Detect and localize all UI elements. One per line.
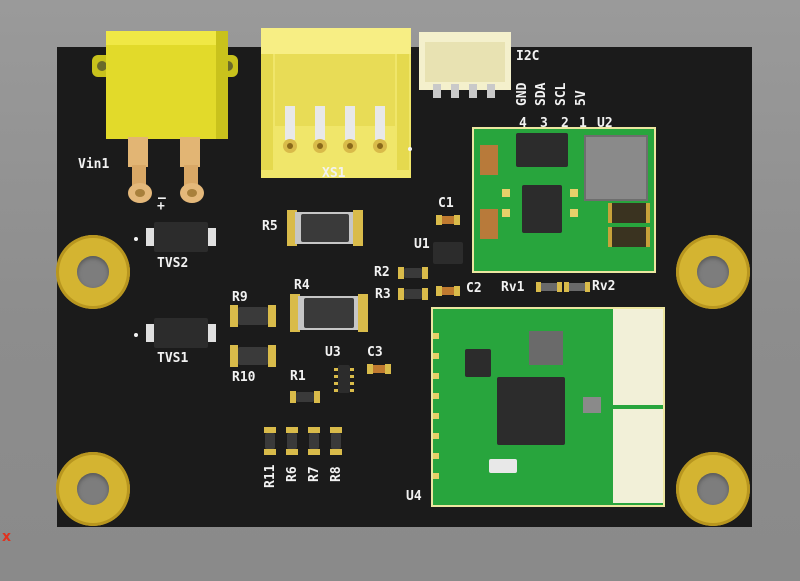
- u4-ic-small: [529, 331, 563, 365]
- u4-mcu: [497, 377, 565, 445]
- silk-minus: –: [158, 191, 166, 206]
- u4-connector-bottom[interactable]: [613, 409, 663, 503]
- u2-top-ic: [516, 133, 568, 167]
- silk-scl: SCL: [554, 82, 569, 106]
- u4-pad: [433, 453, 439, 459]
- u4-pad: [433, 473, 439, 479]
- silk-rv1: Rv1: [501, 280, 525, 295]
- u4-pad: [433, 433, 439, 439]
- c3-capacitor[interactable]: [367, 364, 391, 374]
- u2-main-ic: [522, 185, 562, 233]
- silk-r11: R11: [263, 464, 278, 488]
- u4-module[interactable]: [431, 307, 665, 507]
- r8-resistor[interactable]: [330, 427, 342, 455]
- u2-pad: [570, 189, 578, 197]
- r4-resistor[interactable]: [290, 294, 368, 332]
- silk-tvs1: TVS1: [157, 351, 189, 366]
- silk-pin1: 1: [579, 116, 587, 131]
- u2-inductor: [584, 135, 648, 201]
- silk-plus: +: [157, 199, 165, 214]
- u2-cap-1: [480, 145, 498, 175]
- silk-c2: C2: [466, 281, 482, 296]
- mounting-hole-right-bottom: [676, 452, 750, 526]
- silk-r8: R8: [329, 466, 344, 482]
- c1-capacitor[interactable]: [436, 215, 460, 225]
- origin-marker: x: [2, 529, 12, 545]
- silk-r7: R7: [307, 466, 322, 482]
- pin1-dot-xs1: [408, 147, 412, 151]
- u2-pad: [570, 209, 578, 217]
- silk-vin1: Vin1: [78, 157, 110, 172]
- u2-pad: [502, 189, 510, 197]
- mounting-hole-right-middle: [676, 235, 750, 309]
- silk-u3: U3: [325, 345, 341, 360]
- tvs2-diode[interactable]: [146, 222, 216, 252]
- silk-u1: U1: [414, 237, 430, 252]
- silk-r9: R9: [232, 290, 248, 305]
- u1-ic[interactable]: [433, 238, 463, 268]
- silk-gnd: GND: [515, 82, 530, 106]
- r6-resistor[interactable]: [286, 427, 298, 455]
- u4-pad: [433, 333, 439, 339]
- u4-crystal: [489, 459, 517, 473]
- c2-capacitor[interactable]: [436, 286, 460, 296]
- silk-pin3: 3: [540, 116, 548, 131]
- u2-smd-1: [608, 203, 650, 223]
- u4-smd: [583, 397, 601, 413]
- u4-connector-top[interactable]: [613, 309, 663, 405]
- r5-resistor[interactable]: [287, 210, 363, 246]
- r10-resistor[interactable]: [230, 345, 276, 367]
- r1-resistor[interactable]: [290, 391, 320, 403]
- vin1-connector[interactable]: [88, 25, 248, 215]
- tvs1-pin1-dot: [134, 333, 138, 337]
- silk-rv2: Rv2: [592, 279, 616, 294]
- r3-resistor[interactable]: [398, 288, 428, 300]
- silk-r10: R10: [232, 370, 256, 385]
- u4-pad: [433, 353, 439, 359]
- silk-tvs2: TVS2: [157, 256, 189, 271]
- silk-u4: U4: [406, 489, 422, 504]
- silk-pin4: 4: [519, 116, 527, 131]
- silk-r2: R2: [374, 265, 390, 280]
- tvs2-pin1-dot: [134, 237, 138, 241]
- silk-i2c: I2C: [516, 49, 540, 64]
- silk-r4: R4: [294, 278, 310, 293]
- silk-xs1: XS1: [322, 166, 346, 181]
- i2c-connector[interactable]: [415, 30, 515, 100]
- u2-module[interactable]: [472, 127, 656, 273]
- tvs1-diode[interactable]: [146, 318, 216, 348]
- u4-pad: [433, 413, 439, 419]
- silk-pin2: 2: [561, 116, 569, 131]
- u2-cap-2: [480, 209, 498, 239]
- silk-5v: 5V: [574, 90, 589, 106]
- u2-pad: [502, 209, 510, 217]
- silk-r5: R5: [262, 219, 278, 234]
- u3-ic[interactable]: [334, 365, 354, 393]
- rv2-resistor[interactable]: [564, 282, 590, 292]
- r9-resistor[interactable]: [230, 305, 276, 327]
- r11-resistor[interactable]: [264, 427, 276, 455]
- u4-ic-2: [465, 349, 491, 377]
- silk-u2: U2: [597, 116, 613, 131]
- mounting-hole-left-middle: [56, 235, 130, 309]
- mounting-hole-left-bottom: [56, 452, 130, 526]
- silk-r3: R3: [375, 287, 391, 302]
- silk-c1: C1: [438, 196, 454, 211]
- silk-r1: R1: [290, 369, 306, 384]
- u4-pad: [433, 393, 439, 399]
- u2-smd-2: [608, 227, 650, 247]
- silk-r6: R6: [285, 466, 300, 482]
- xs1-connector[interactable]: [255, 22, 415, 182]
- r7-resistor[interactable]: [308, 427, 320, 455]
- silk-c3: C3: [367, 345, 383, 360]
- u4-pad: [433, 373, 439, 379]
- r2-resistor[interactable]: [398, 267, 428, 279]
- rv1-resistor[interactable]: [536, 282, 562, 292]
- silk-sda: SDA: [534, 82, 549, 106]
